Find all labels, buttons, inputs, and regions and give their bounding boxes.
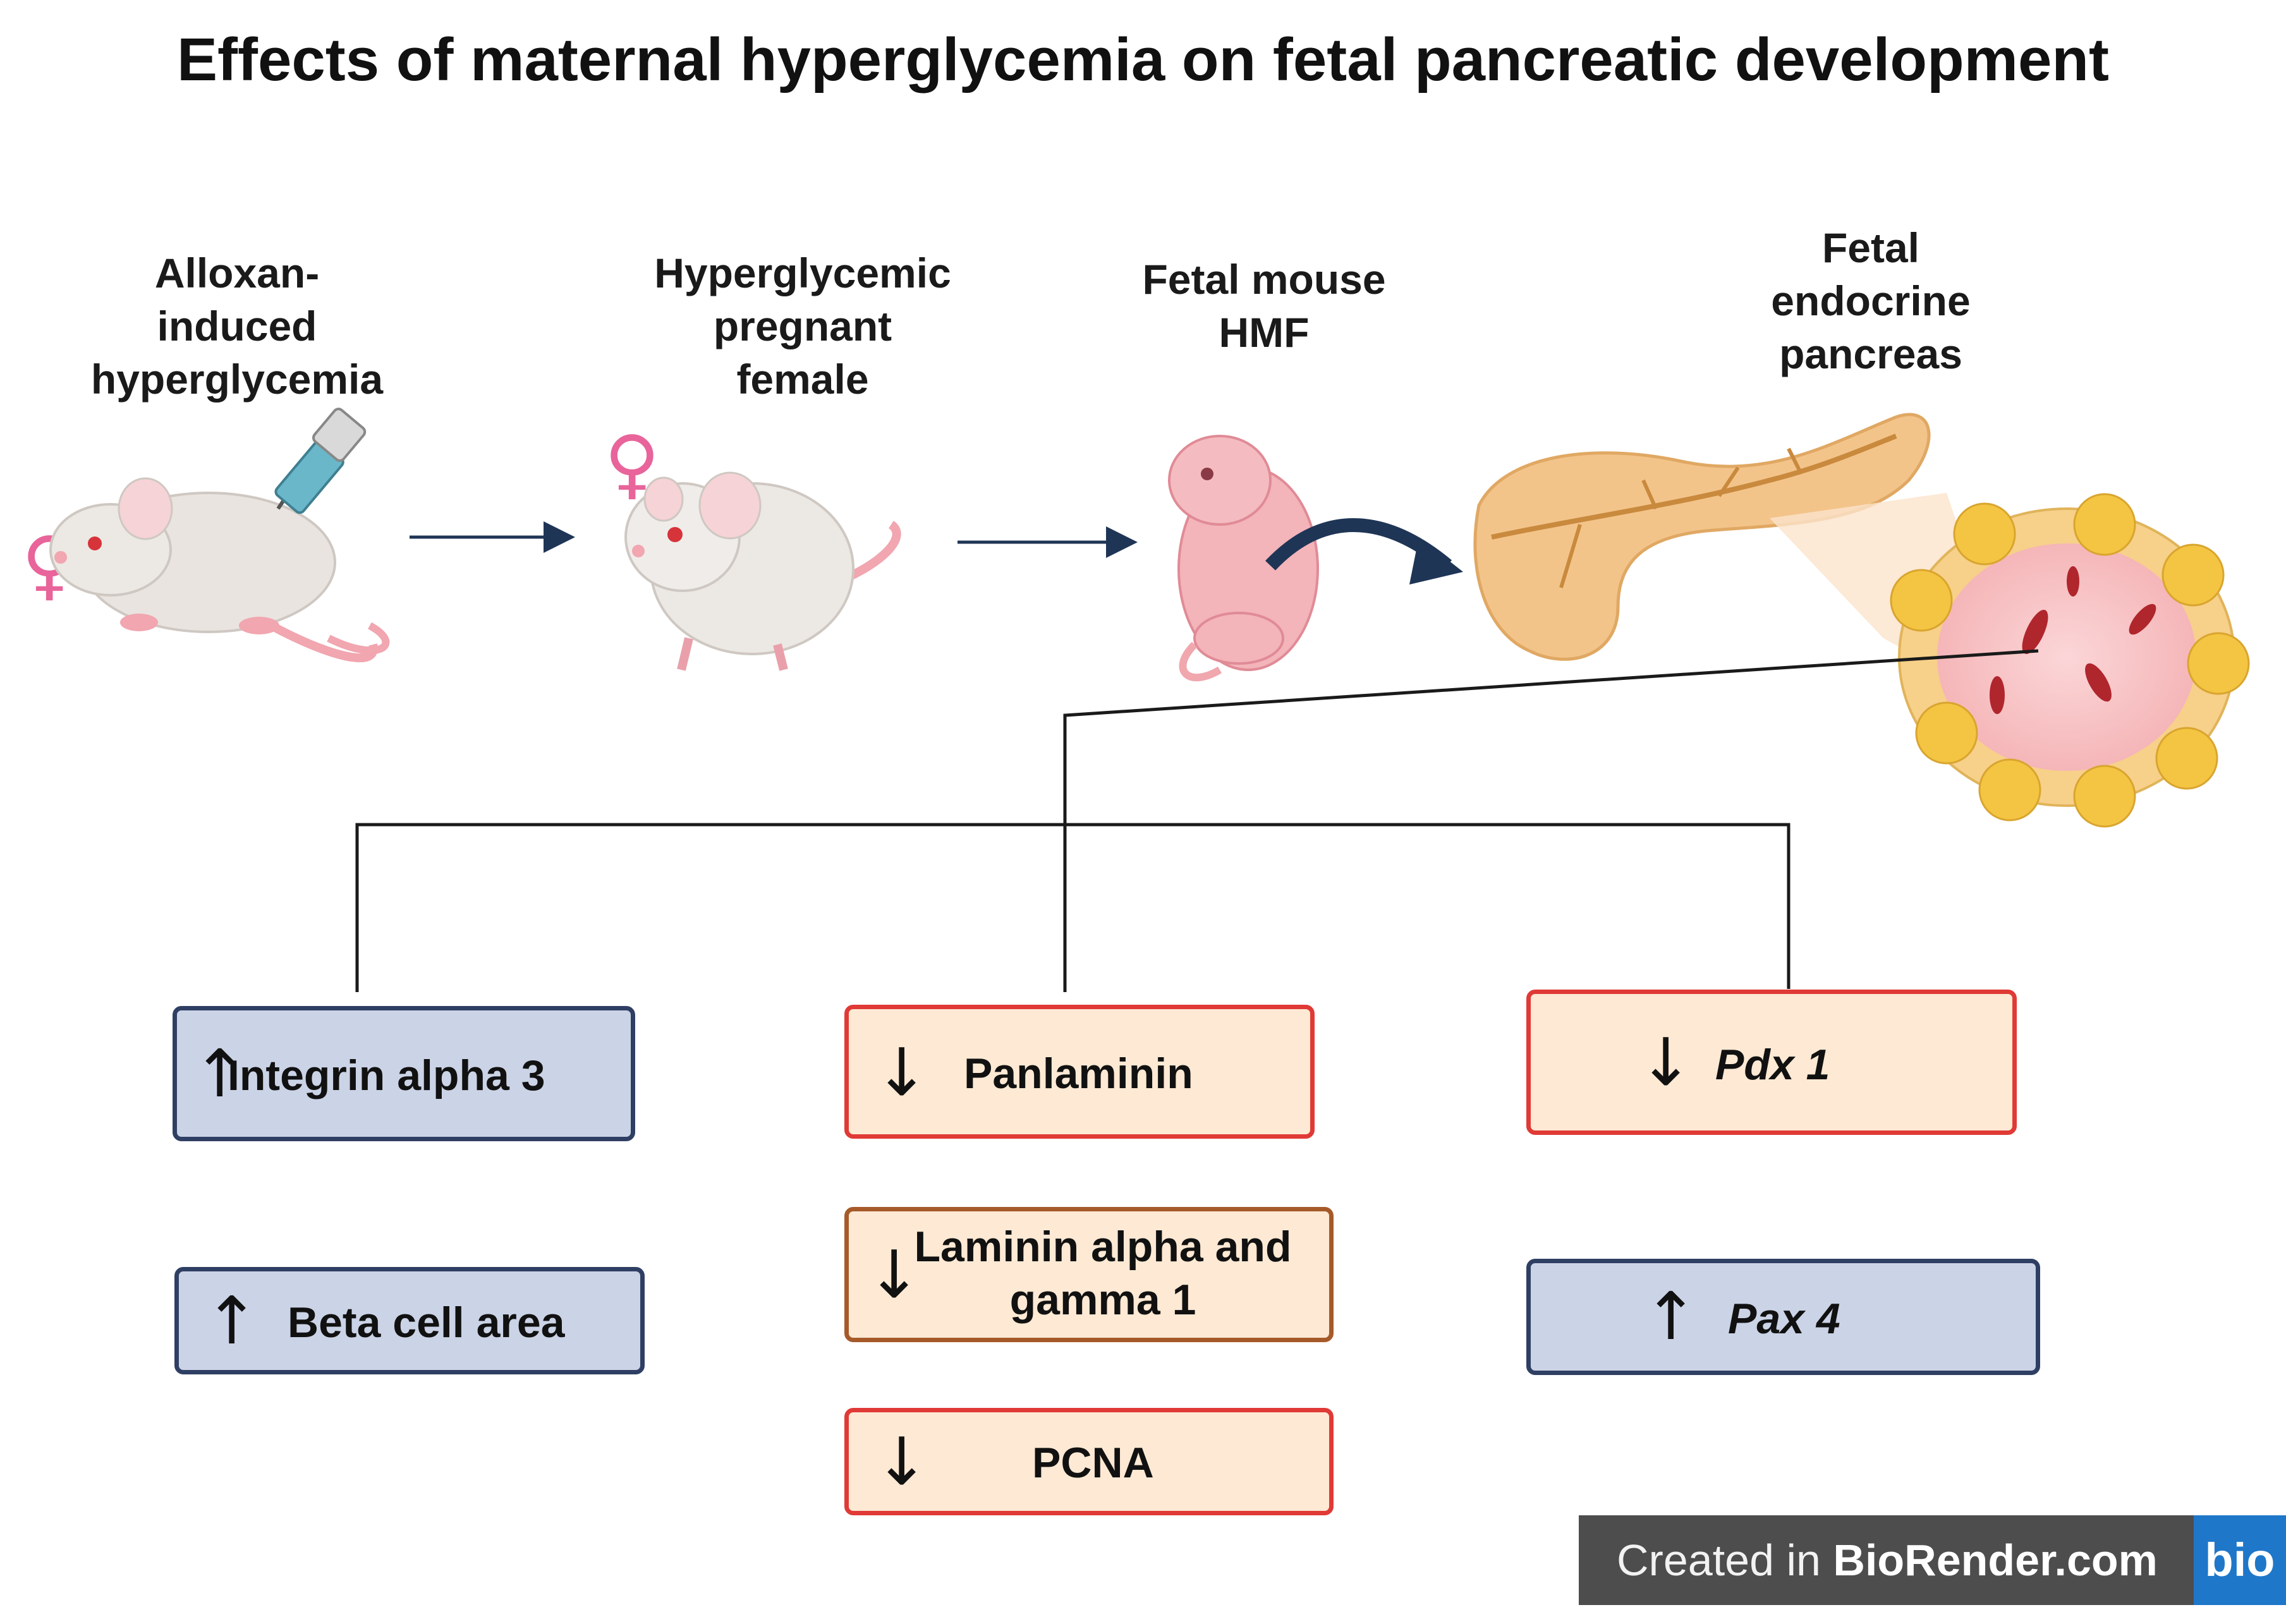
connector-lines <box>355 649 2039 992</box>
step-label-pregnant: Hyperglycemic pregnant female <box>654 250 951 403</box>
outcome-pdx1-text: Pdx 1 <box>1715 1041 1830 1089</box>
pancreas-illustration <box>1473 413 2250 828</box>
biorender-badge: Created in BioRender.com bio <box>1579 1515 2286 1605</box>
outcome-laminin-text: Laminin alpha and gamma 1 <box>914 1223 1292 1324</box>
down-arrow-icon: ↓ <box>874 1423 930 1500</box>
outcome-box-beta-cell: ↑ Beta cell area <box>174 1267 645 1374</box>
down-arrow-icon: ↓ <box>1638 1024 1694 1101</box>
up-arrow-icon: ↑ <box>192 1035 248 1112</box>
outcome-pax4-text: Pax 4 <box>1728 1295 1840 1343</box>
outcome-pcna-text: PCNA <box>1032 1439 1154 1487</box>
up-arrow-icon: ↑ <box>1643 1278 1699 1355</box>
step-label-alloxan: Alloxan- induced hyperglycemia <box>90 250 384 403</box>
down-arrow-icon: ↓ <box>874 1034 930 1111</box>
step-label-pancreas: Fetal endocrine pancreas <box>1771 224 1971 377</box>
outcome-box-integrin: ↑ Integrin alpha 3 <box>173 1006 635 1141</box>
outcome-box-pax4: ↑ Pax 4 <box>1526 1259 2040 1375</box>
biorender-logo-icon: bio <box>2194 1515 2286 1605</box>
outcome-box-laminin: ↓ Laminin alpha and gamma 1 <box>844 1207 1334 1342</box>
down-arrow-icon: ↓ <box>866 1236 922 1313</box>
outcome-box-pcna: ↓ PCNA <box>844 1408 1334 1515</box>
mouse-injected-illustration <box>49 408 390 663</box>
outcome-box-pdx1: ↓ Pdx 1 <box>1526 990 2017 1135</box>
fetal-mouse-illustration <box>1168 435 1319 682</box>
diagram-title: Effects of maternal hyperglycemia on fet… <box>177 26 2109 94</box>
outcome-panlaminin-text: Panlaminin <box>964 1050 1193 1098</box>
outcome-beta-cell-text: Beta cell area <box>288 1299 565 1347</box>
up-arrow-icon: ↑ <box>204 1282 260 1359</box>
badge-brand: BioRender.com <box>1833 1536 2158 1585</box>
step-label-fetal-mouse: Fetal mouse HMF <box>1142 256 1386 356</box>
outcome-box-panlaminin: ↓ Panlaminin <box>844 1005 1315 1139</box>
mouse-pregnant-illustration <box>624 471 901 671</box>
outcome-integrin-text: Integrin alpha 3 <box>228 1051 545 1100</box>
badge-prefix: Created in <box>1617 1536 1833 1585</box>
